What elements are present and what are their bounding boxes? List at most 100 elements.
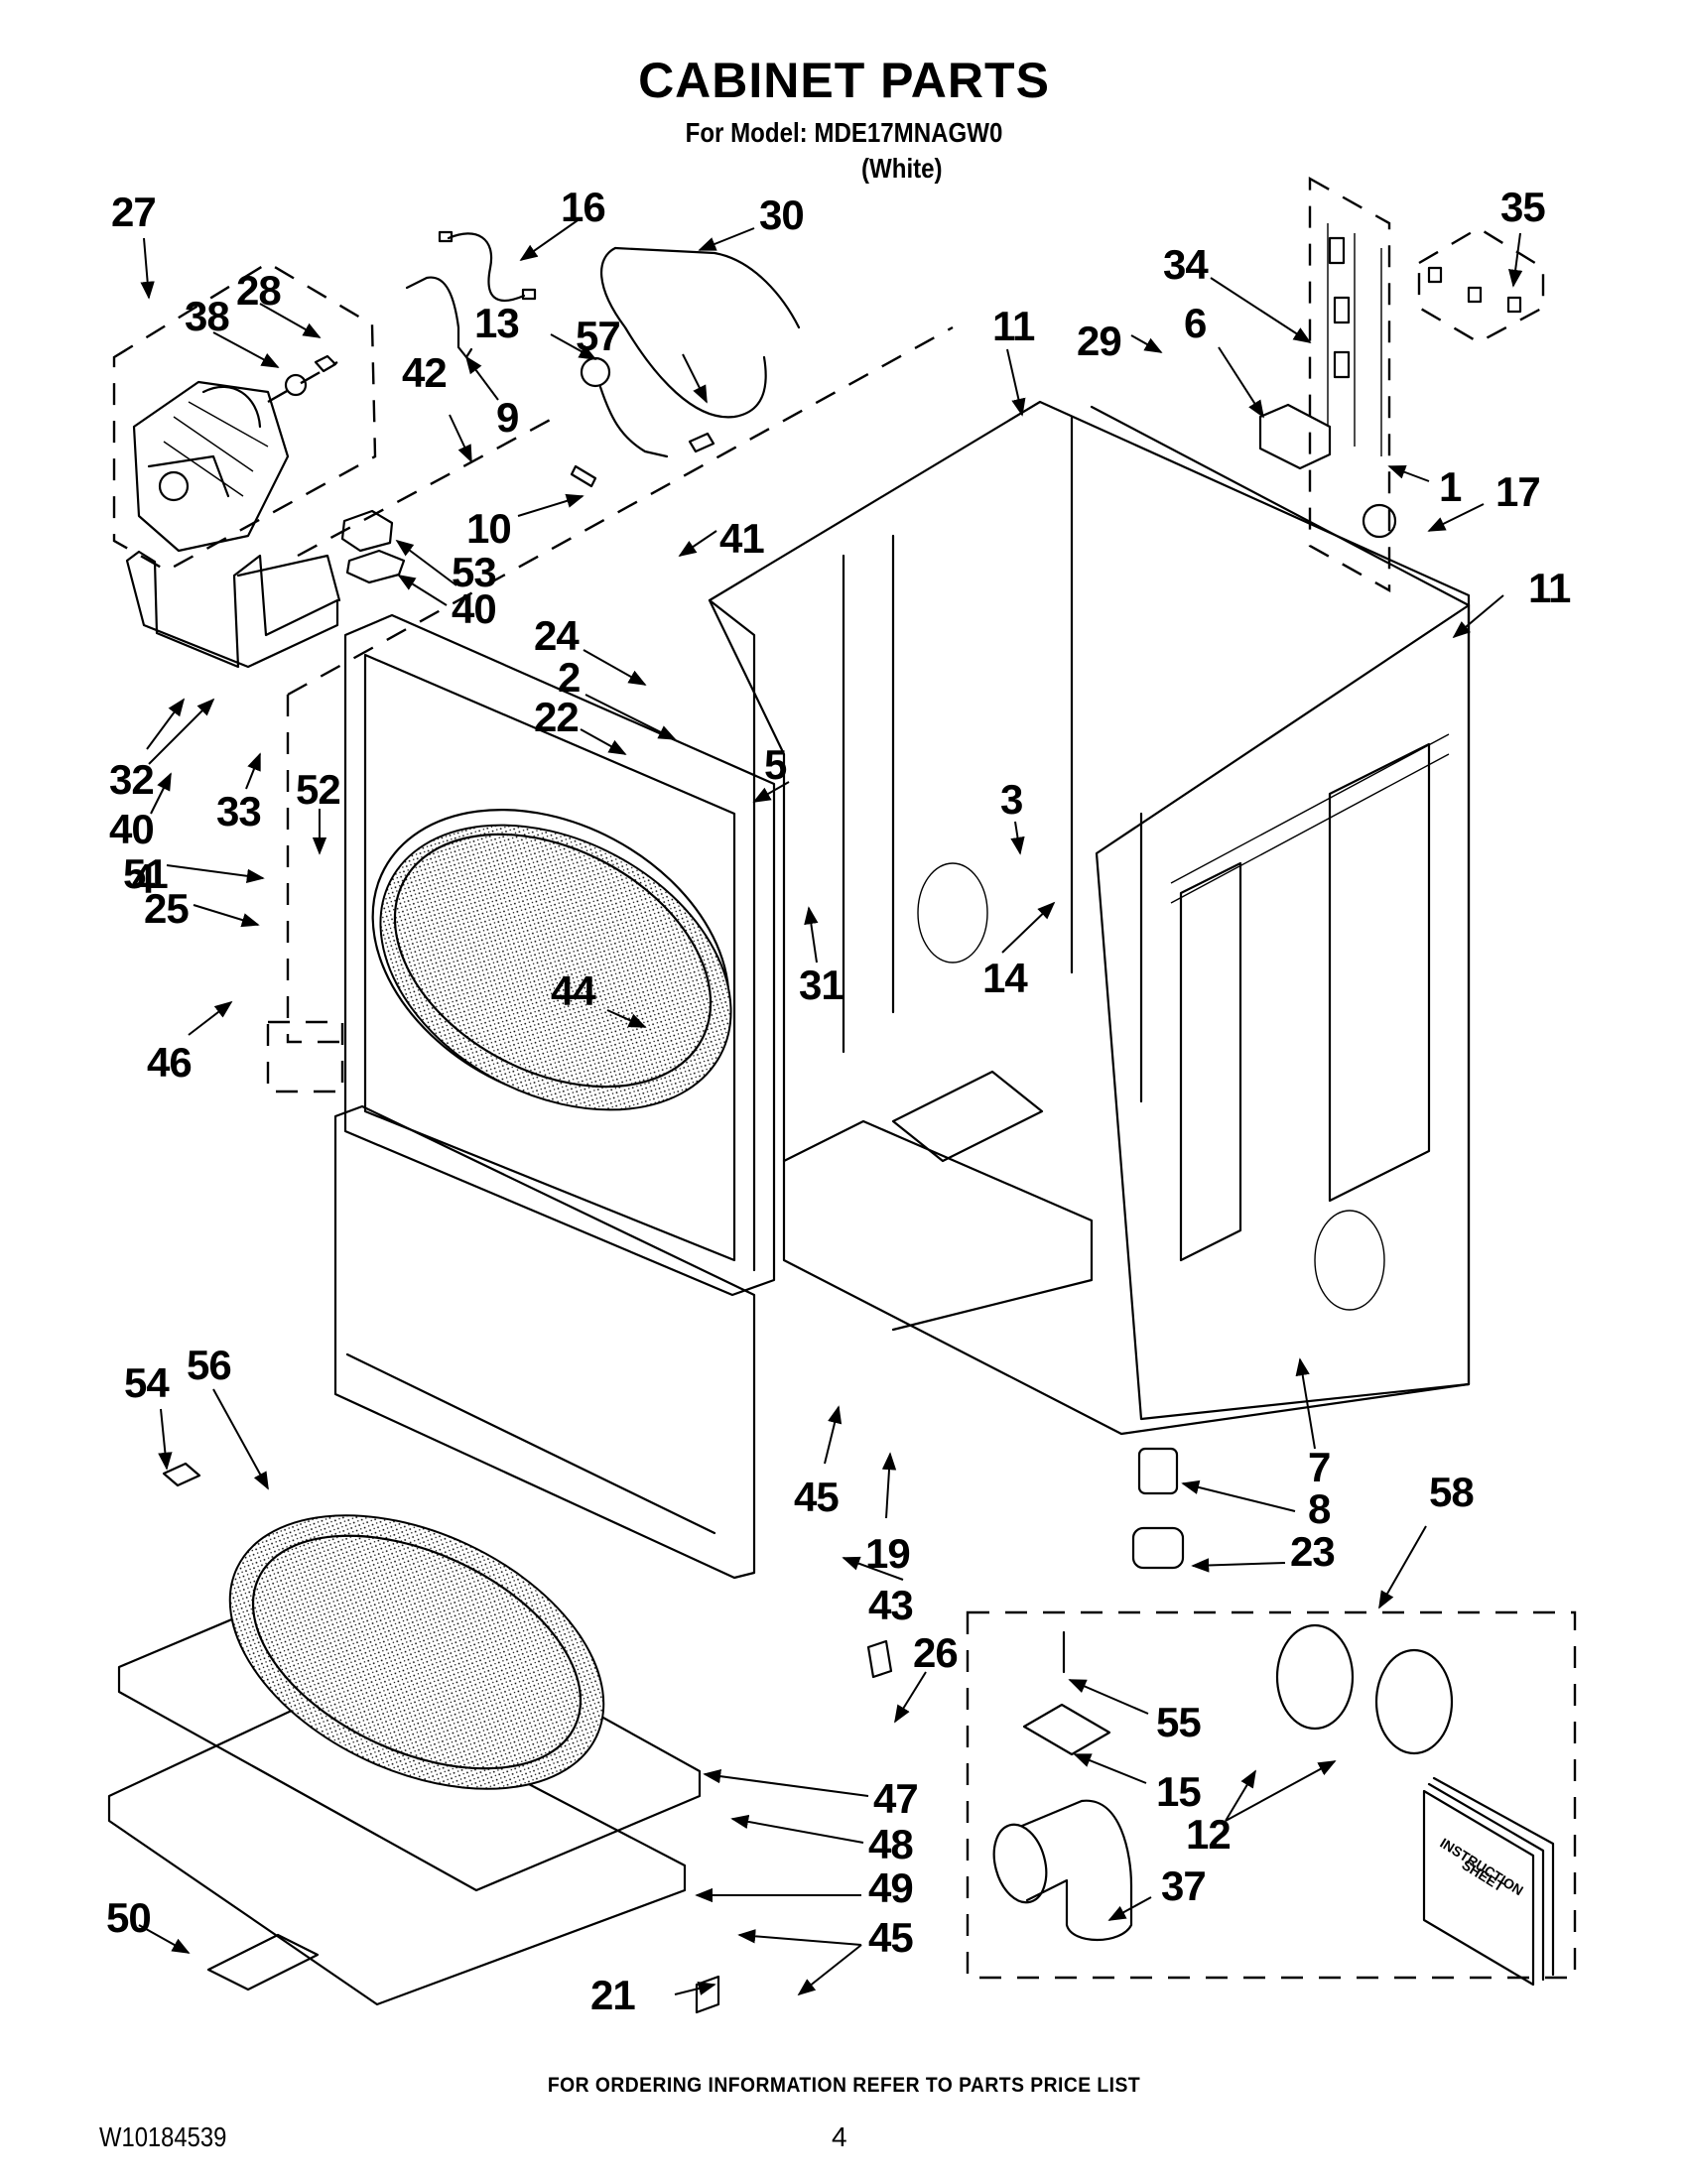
callout-58: 58 bbox=[1429, 1469, 1475, 1515]
callout-37: 37 bbox=[1161, 1863, 1207, 1909]
callout-1: 1 bbox=[1439, 463, 1462, 510]
callout-26: 26 bbox=[913, 1629, 959, 1676]
strain-relief bbox=[1362, 503, 1397, 539]
belt-switch bbox=[340, 509, 394, 553]
speed-nut bbox=[866, 1639, 893, 1679]
page-number: 4 bbox=[832, 2121, 847, 2152]
callout-25: 25 bbox=[144, 885, 190, 932]
callout-4: 4 bbox=[132, 855, 155, 902]
callout-23: 23 bbox=[1290, 1528, 1336, 1575]
callout-42: 42 bbox=[402, 349, 448, 396]
callout-45-upper: 45 bbox=[794, 1474, 840, 1520]
motor-mount bbox=[125, 550, 341, 669]
callout-46: 46 bbox=[147, 1039, 193, 1086]
callout-43: 43 bbox=[868, 1582, 914, 1628]
terminal-block bbox=[345, 549, 406, 584]
vent-cap bbox=[1374, 1648, 1454, 1755]
callout-31: 31 bbox=[799, 962, 844, 1008]
callout-38: 38 bbox=[185, 293, 230, 339]
motor-washer bbox=[284, 373, 308, 397]
base-cover bbox=[206, 1933, 320, 1991]
terminal-clips bbox=[1427, 266, 1522, 314]
idler-screw bbox=[688, 432, 715, 453]
callout-32: 32 bbox=[109, 756, 155, 803]
ordering-note: FOR ORDERING INFORMATION REFER TO PARTS … bbox=[547, 2074, 1141, 2097]
callout-47: 47 bbox=[873, 1775, 919, 1822]
callout-57: 57 bbox=[576, 313, 621, 359]
callout-45-lower: 45 bbox=[868, 1914, 914, 1961]
color-line: (White) bbox=[861, 153, 943, 184]
cabinet-body bbox=[708, 400, 1471, 1436]
callout-13: 13 bbox=[474, 300, 520, 346]
wire-connector bbox=[521, 288, 537, 301]
idler-pulley bbox=[580, 356, 669, 458]
callout-30: 30 bbox=[759, 192, 805, 238]
callout-52: 52 bbox=[296, 766, 341, 813]
vent-cap bbox=[1275, 1623, 1355, 1731]
document-number: W10184539 bbox=[99, 2121, 227, 2152]
callout-5: 5 bbox=[764, 741, 787, 788]
cover-plate bbox=[1022, 1703, 1111, 1756]
callout-40-left: 40 bbox=[109, 806, 155, 852]
front-bulkhead bbox=[343, 613, 776, 1297]
callout-53: 53 bbox=[452, 549, 497, 595]
callout-54: 54 bbox=[124, 1359, 170, 1406]
instruction-sheet: INSTRUCTION SHEET bbox=[1422, 1776, 1555, 1987]
switch-wire bbox=[447, 232, 526, 302]
callout-8: 8 bbox=[1308, 1485, 1331, 1532]
mounting-clip bbox=[162, 1462, 201, 1487]
callout-50: 50 bbox=[106, 1894, 152, 1941]
leg-pad bbox=[1131, 1526, 1185, 1570]
callout-14: 14 bbox=[982, 955, 1028, 1001]
motor-assembly-group bbox=[112, 261, 377, 573]
callout-3: 3 bbox=[1000, 776, 1023, 823]
base-assembly bbox=[107, 1514, 702, 2006]
leader-lines bbox=[138, 217, 1523, 1996]
callout-35: 35 bbox=[1500, 184, 1546, 230]
leveling-leg bbox=[1137, 1447, 1179, 1495]
idler-spring bbox=[570, 464, 597, 488]
exhaust-elbow bbox=[992, 1799, 1133, 1942]
base-seal bbox=[228, 1514, 605, 1790]
callout-27: 27 bbox=[111, 189, 157, 235]
wire-nuts bbox=[1328, 236, 1351, 379]
callout-11-right: 11 bbox=[1528, 565, 1571, 611]
callout-9: 9 bbox=[496, 394, 519, 441]
callout-22: 22 bbox=[534, 694, 580, 740]
callout-55: 55 bbox=[1156, 1699, 1202, 1745]
callout-24: 24 bbox=[534, 612, 580, 659]
accessory-kit-box bbox=[966, 1610, 1577, 1980]
callout-51: 51 bbox=[123, 850, 169, 897]
motor-nut bbox=[314, 354, 337, 373]
callout-6: 6 bbox=[1184, 300, 1207, 346]
callout-2: 2 bbox=[558, 654, 581, 701]
callout-19: 19 bbox=[865, 1530, 911, 1577]
toe-panel bbox=[333, 1104, 756, 1580]
callout-12: 12 bbox=[1186, 1811, 1232, 1858]
bracket bbox=[695, 1975, 720, 2014]
callout-56: 56 bbox=[187, 1342, 232, 1388]
callout-28: 28 bbox=[236, 267, 282, 314]
callout-15: 15 bbox=[1156, 1768, 1202, 1815]
callout-33: 33 bbox=[216, 788, 262, 835]
wire-connector bbox=[438, 230, 454, 243]
drive-motor bbox=[132, 380, 290, 553]
callout-16: 16 bbox=[561, 184, 606, 230]
terminal-block-rear bbox=[1258, 403, 1332, 470]
callout-10: 10 bbox=[466, 505, 512, 552]
page-title: CABINET PARTS bbox=[638, 53, 1050, 108]
callout-48: 48 bbox=[868, 1821, 914, 1867]
callout-49: 49 bbox=[868, 1864, 914, 1911]
callout-41: 41 bbox=[719, 515, 765, 562]
callout-40: 40 bbox=[452, 585, 497, 632]
callout-17: 17 bbox=[1495, 468, 1541, 515]
drive-belt-top bbox=[613, 246, 801, 329]
callout-44: 44 bbox=[551, 967, 596, 1014]
callout-21: 21 bbox=[590, 1972, 636, 2018]
callout-34: 34 bbox=[1163, 241, 1209, 288]
callout-7: 7 bbox=[1308, 1444, 1331, 1490]
callout-11-top: 11 bbox=[992, 303, 1035, 349]
model-line: For Model: MDE17MNAGW0 bbox=[685, 117, 1003, 148]
drive-belt bbox=[599, 246, 767, 419]
